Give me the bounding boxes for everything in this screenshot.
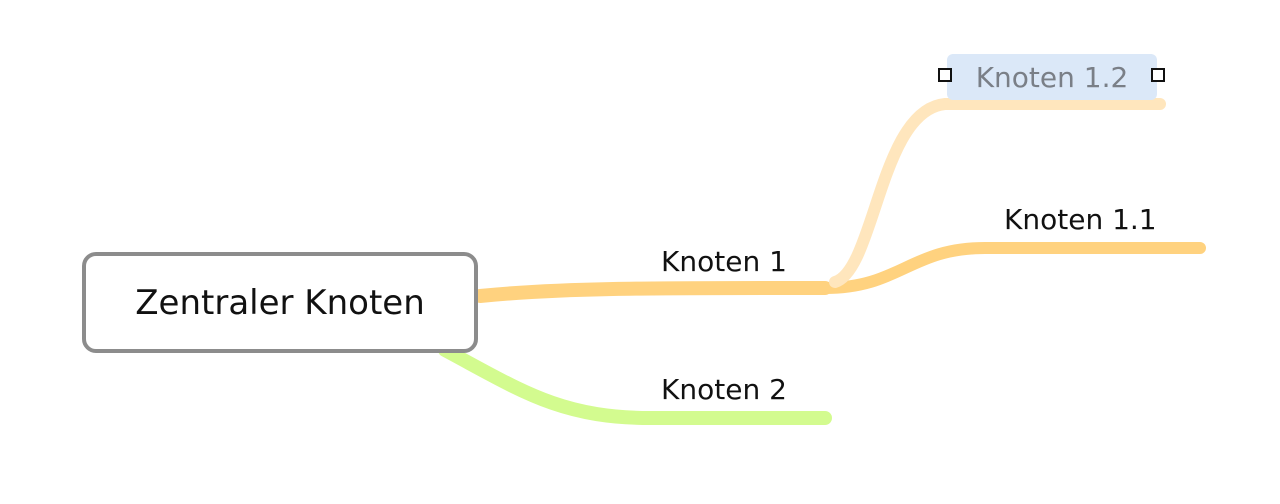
resize-handle-right[interactable]: [1151, 68, 1165, 82]
central-node-label: Zentraler Knoten: [135, 282, 425, 323]
edge-knoten-1-to-knoten-1-1: [819, 242, 1206, 294]
node-knoten-2[interactable]: Knoten 2: [661, 373, 787, 406]
node-knoten-1-2-selected[interactable]: Knoten 1.2: [947, 54, 1157, 100]
node-knoten-1-2-label: Knoten 1.2: [975, 60, 1129, 94]
central-node[interactable]: Zentraler Knoten: [82, 252, 478, 353]
resize-handle-left[interactable]: [938, 68, 952, 82]
edge-central-to-knoten-1: [473, 281, 832, 303]
node-knoten-1-1[interactable]: Knoten 1.1: [1004, 203, 1157, 236]
node-knoten-1[interactable]: Knoten 1: [661, 245, 787, 278]
edge-knoten-1-to-knoten-1-2: [829, 98, 1166, 288]
edge-central-to-knoten-2: [438, 343, 832, 425]
